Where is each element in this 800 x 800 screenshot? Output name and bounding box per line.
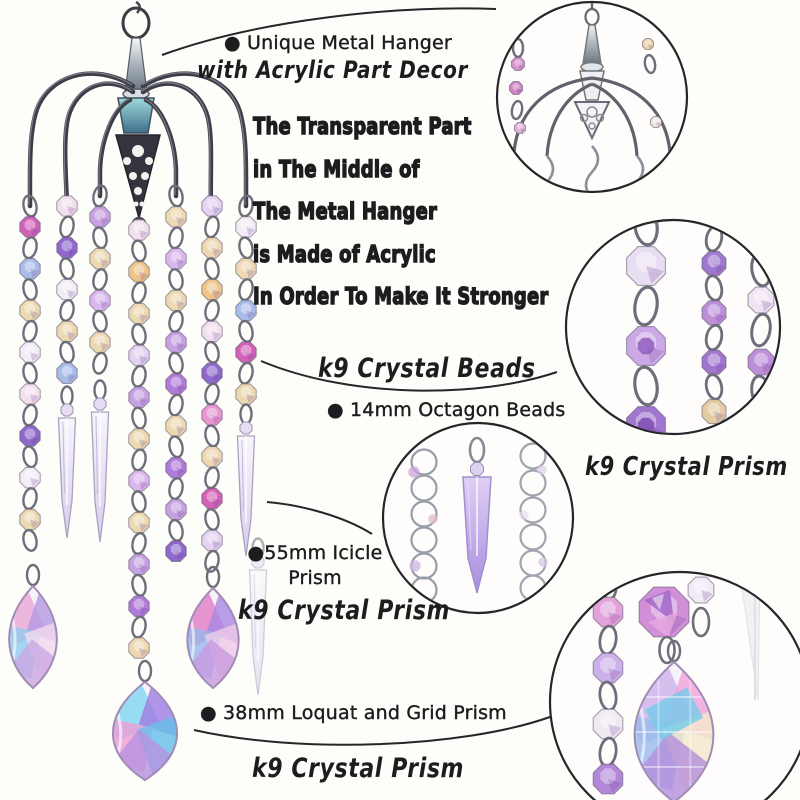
acrylic-note-line1: The Transparent Part	[252, 112, 472, 141]
acrylic-note-line3: The Metal Hanger	[252, 197, 438, 226]
icicle-heading: k9 Crystal Prism	[238, 596, 451, 627]
icicle-detail-line2: Prism	[288, 567, 342, 589]
acrylic-note-line4: is Made of Acrylic	[252, 240, 436, 269]
icicle-detail-line1: ●55mm Icicle	[247, 542, 383, 564]
right-prism-heading: k9 Crystal Prism	[585, 452, 788, 482]
callout-lines	[161, 7, 558, 746]
inset-icicle-prism	[408, 436, 548, 604]
suncatcher-photo	[8, 0, 268, 782]
acrylic-note-line5: In Order To Make It Stronger	[252, 282, 549, 311]
loquat-heading: k9 Crystal Prism	[252, 754, 465, 785]
loquat-detail: ● 38mm Loquat and Grid Prism	[200, 702, 507, 724]
beads-heading: k9 Crystal Beads	[318, 354, 536, 385]
metal-hanger-callout: ● Unique Metal Hanger	[224, 32, 452, 54]
metal-hanger-subtitle: with Acrylic Part Decor	[197, 55, 468, 85]
acrylic-note-line2: in The Middle of	[252, 155, 420, 184]
beads-detail: ● 14mm Octagon Beads	[327, 399, 566, 421]
icicle-detail: ●55mm Icicle Prism	[240, 541, 390, 591]
inset-crystal-beads	[626, 221, 775, 433]
acrylic-note: The Transparent Part in The Middle of Th…	[252, 100, 548, 313]
